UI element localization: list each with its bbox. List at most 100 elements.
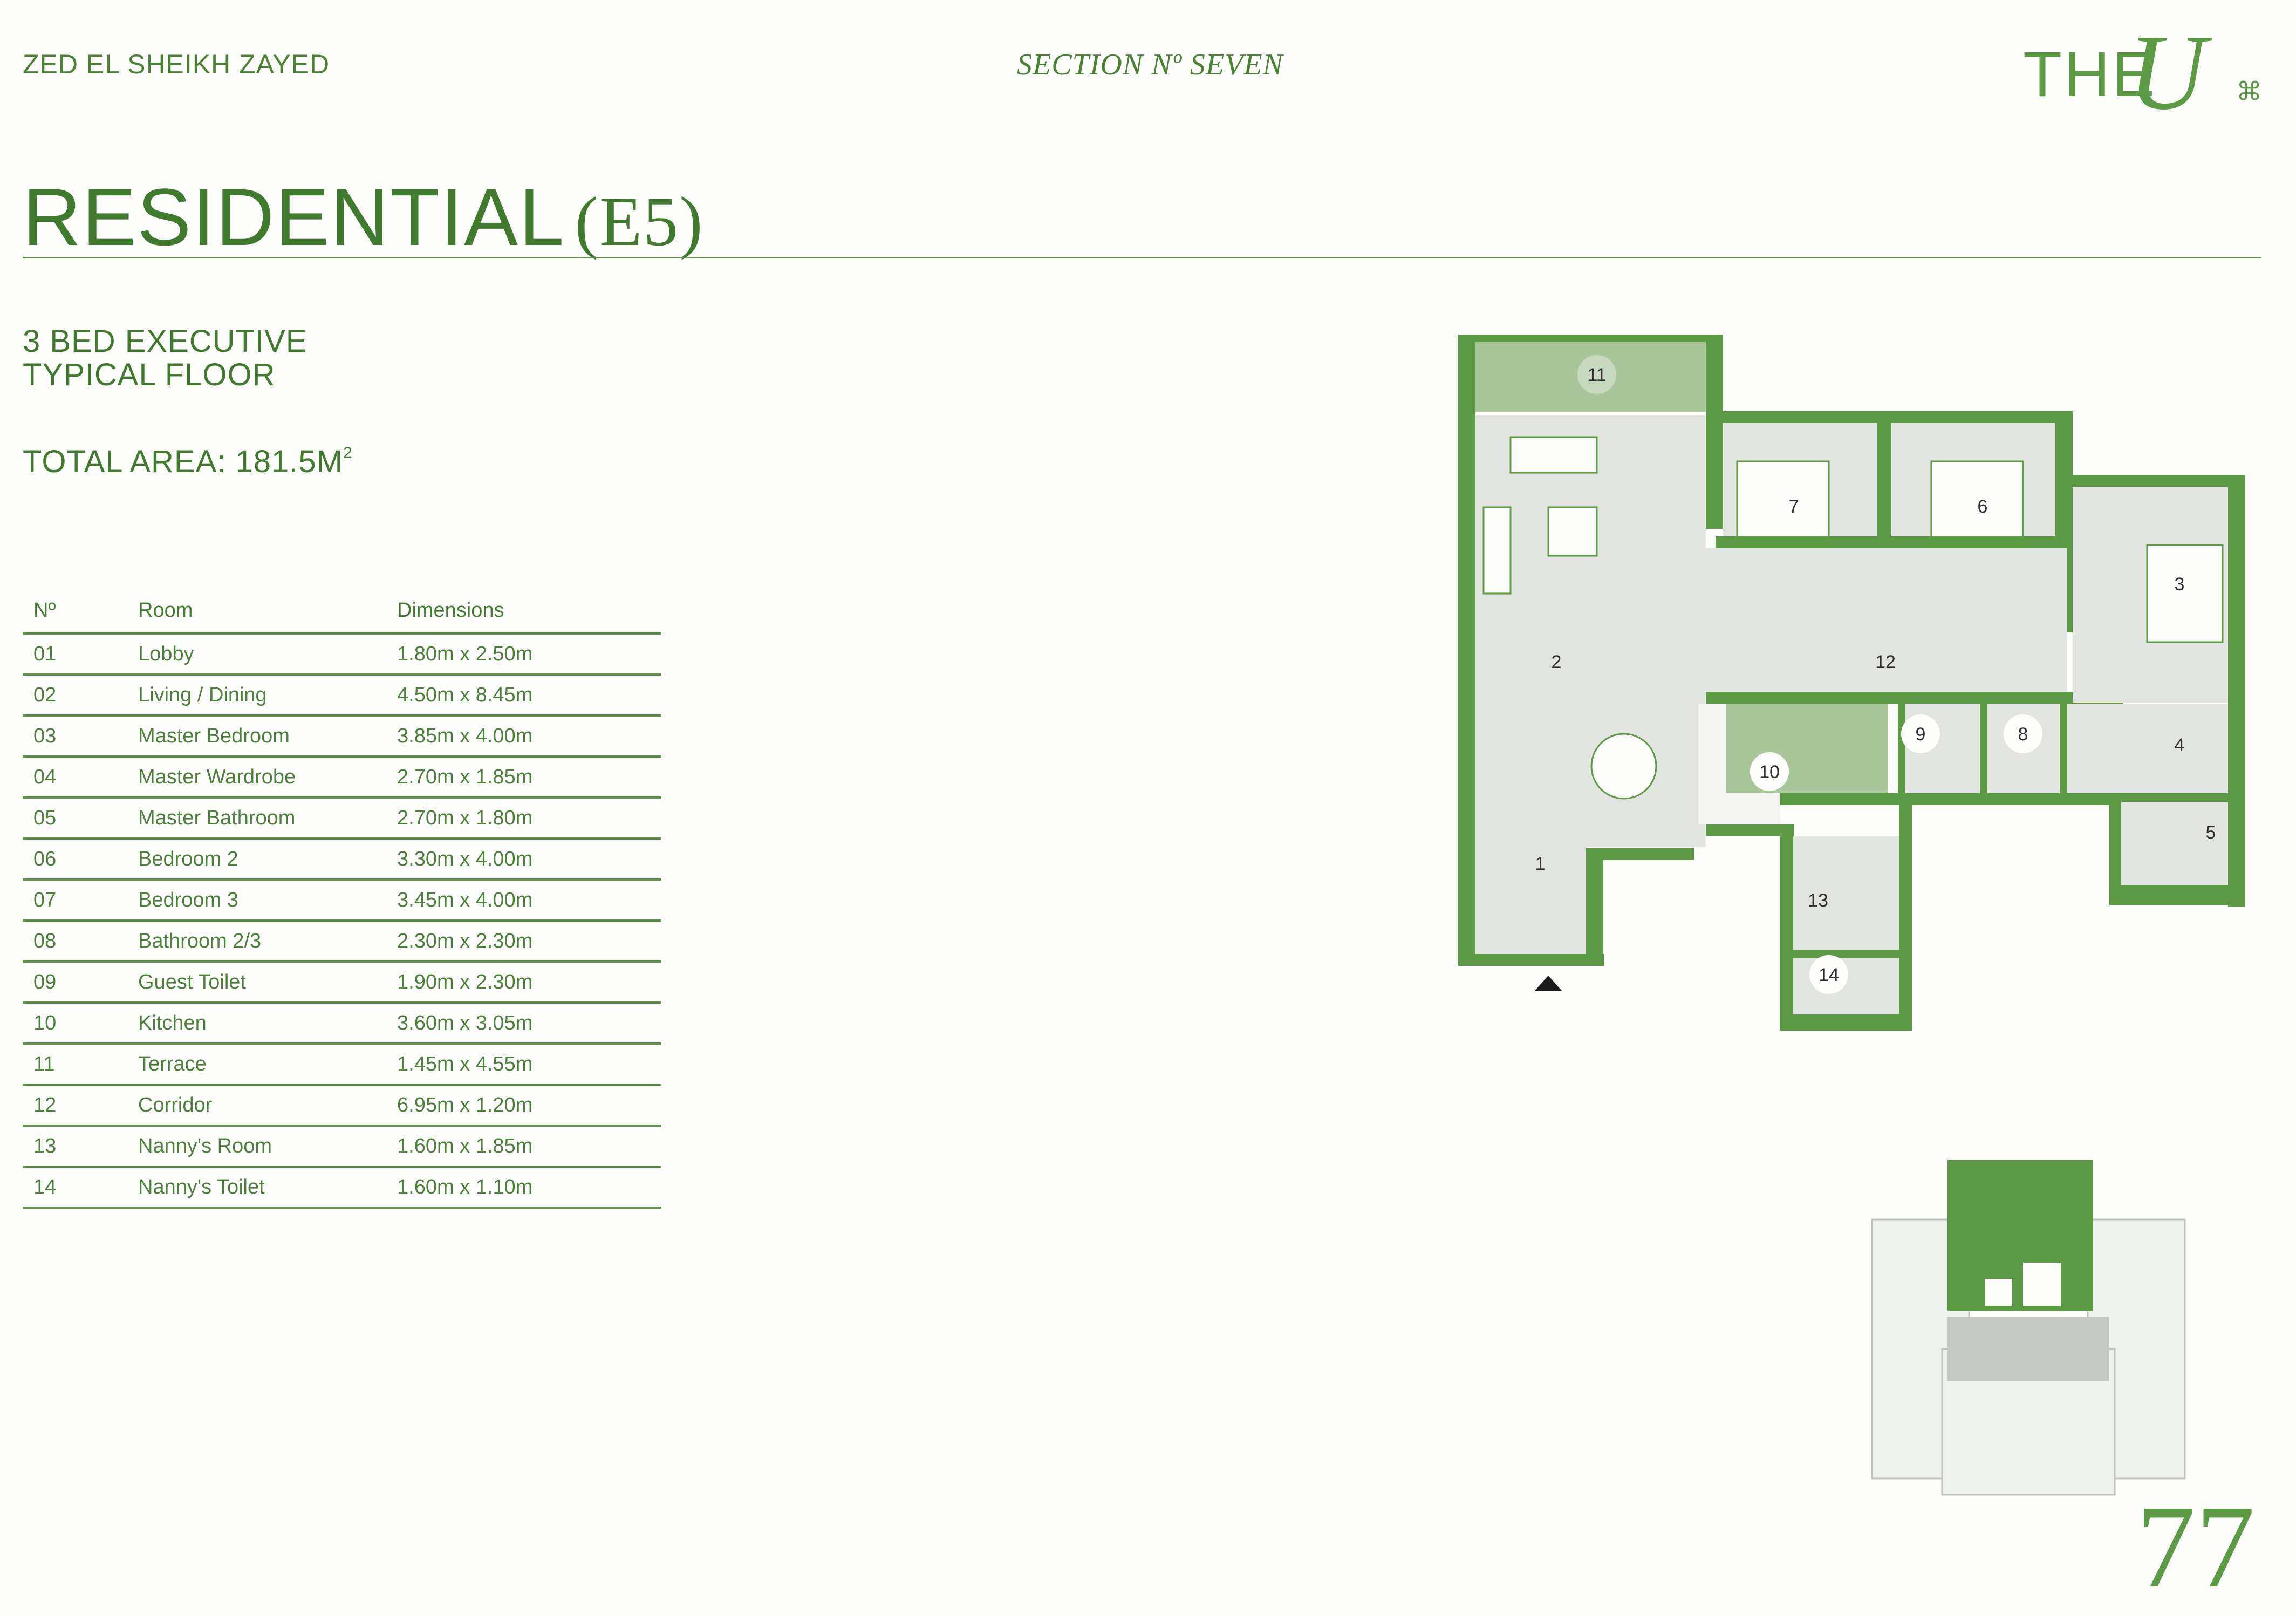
wall-corridor-top <box>1716 536 2061 548</box>
room-dimensions: 3.85m x 4.00m <box>397 715 661 758</box>
room-dimensions: 2.70m x 1.85m <box>397 757 661 799</box>
bed3 <box>2146 544 2224 643</box>
room-dimensions: 1.60m x 1.10m <box>397 1167 661 1209</box>
room-number: 09 <box>23 962 138 1004</box>
logo-mark-icon: ⌘ <box>2236 78 2262 106</box>
room-dimensions: 6.95m x 1.20m <box>397 1085 661 1127</box>
room-name: Living / Dining <box>138 674 397 717</box>
plan-label-3: 3 <box>2175 574 2185 595</box>
key-block-core <box>1948 1317 2109 1381</box>
lobby-floor <box>1475 847 1586 954</box>
room-number: 08 <box>23 921 138 963</box>
nanny-room-floor <box>1793 836 1899 950</box>
key-highlight-wing <box>1958 1160 2007 1225</box>
wall-bottom-entry <box>1458 954 1604 966</box>
header-room: Room <box>138 588 397 635</box>
wall-lobby-right <box>1586 848 1603 966</box>
unit-line-1: 3 BED EXECUTIVE <box>23 324 308 359</box>
wall-top-bedrooms <box>1706 411 2073 423</box>
room-name: Corridor <box>138 1085 397 1127</box>
room-name: Master Wardrobe <box>138 757 397 799</box>
room-dimensions: 1.45m x 4.55m <box>397 1044 661 1086</box>
room-name: Terrace <box>138 1044 397 1086</box>
plan-label-10: 10 <box>1759 762 1780 782</box>
page-title: RESIDENTIAL(E5) <box>23 171 704 264</box>
dining-table <box>1590 733 1657 800</box>
wall-nanny-right <box>1899 799 1912 1031</box>
plan-label-1: 1 <box>1535 854 1546 874</box>
wall-kitchen-bottom <box>1686 824 1794 836</box>
title-main: RESIDENTIAL <box>23 172 565 262</box>
room-number: 02 <box>23 674 138 717</box>
room-name: Nanny's Toilet <box>138 1167 397 1209</box>
room-number: 10 <box>23 1003 138 1045</box>
bed7 <box>1736 460 1830 538</box>
room-dimensions: 3.60m x 3.05m <box>397 1003 661 1045</box>
wall-master-top <box>2073 475 2245 487</box>
corridor-floor <box>1603 548 2067 692</box>
unit-line-2: TYPICAL FLOOR <box>23 357 276 392</box>
wall-wardrobe-bottom <box>2121 793 2229 802</box>
plan-label-13: 13 <box>1808 890 1828 911</box>
bath5-floor <box>2121 802 2228 885</box>
plan-label-4: 4 <box>2175 735 2185 755</box>
wall-bedroom-divide <box>1877 423 1891 542</box>
room-dimensions: 2.30m x 2.30m <box>397 921 661 963</box>
brand-name: ZED EL SHEIKH ZAYED <box>23 49 330 79</box>
sofa <box>1482 506 1512 595</box>
room-number: 07 <box>23 880 138 922</box>
header-number: Nº <box>23 588 138 635</box>
wall-service-bottom <box>1764 793 2120 805</box>
tv-unit <box>1509 436 1598 474</box>
room-name: Bathroom 2/3 <box>138 921 397 963</box>
logo: THE U ⌘ <box>2023 13 2271 132</box>
kitchen-counter <box>1726 704 1888 793</box>
wall-nanny-left <box>1780 824 1793 1030</box>
room-name: Kitchen <box>138 1003 397 1045</box>
wall-toilet9-left <box>1898 704 1905 799</box>
room-number: 01 <box>23 633 138 676</box>
wall-top-terrace <box>1458 335 1723 342</box>
room-name: Master Bedroom <box>138 715 397 758</box>
room-number: 04 <box>23 757 138 799</box>
section-label: SECTION Nº SEVEN <box>1017 48 1283 81</box>
total-area-label: TOTAL AREA: 181.5M <box>23 444 343 479</box>
title-divider <box>23 257 2261 258</box>
wall-lobby-top <box>1586 848 1694 860</box>
plan-label-12: 12 <box>1875 652 1896 672</box>
wall-master-right <box>2228 475 2245 907</box>
room-dimensions: 3.45m x 4.00m <box>397 880 661 922</box>
plan-label-14: 14 <box>1819 965 1839 985</box>
header-dimensions: Dimensions <box>397 588 661 635</box>
wall-nanny-divide <box>1793 950 1899 958</box>
wall-bath8-right <box>2060 704 2067 799</box>
area-superscript: 2 <box>343 444 353 462</box>
key-highlight-corner <box>2007 1176 2093 1230</box>
room-number: 11 <box>23 1044 138 1086</box>
room-dimensions: 1.80m x 2.50m <box>397 633 661 676</box>
floor-plan: 11 7 6 3 2 12 9 8 4 10 5 1 13 14 <box>1458 335 2245 1031</box>
plan-label-7: 7 <box>1789 496 1799 517</box>
room-number: 06 <box>23 839 138 881</box>
plan-label-8: 8 <box>2018 724 2028 745</box>
room-name: Guest Toilet <box>138 962 397 1004</box>
room-dimensions: 2.70m x 1.80m <box>397 798 661 840</box>
table-header-row: Nº Room Dimensions <box>23 588 661 635</box>
wall-nanny-bottom <box>1780 1014 1912 1031</box>
wall-service-top <box>1686 692 2123 704</box>
key-unit-white-1 <box>2023 1263 2061 1306</box>
key-unit-white-2 <box>1985 1279 2012 1306</box>
key-plan <box>1871 1160 2186 1496</box>
